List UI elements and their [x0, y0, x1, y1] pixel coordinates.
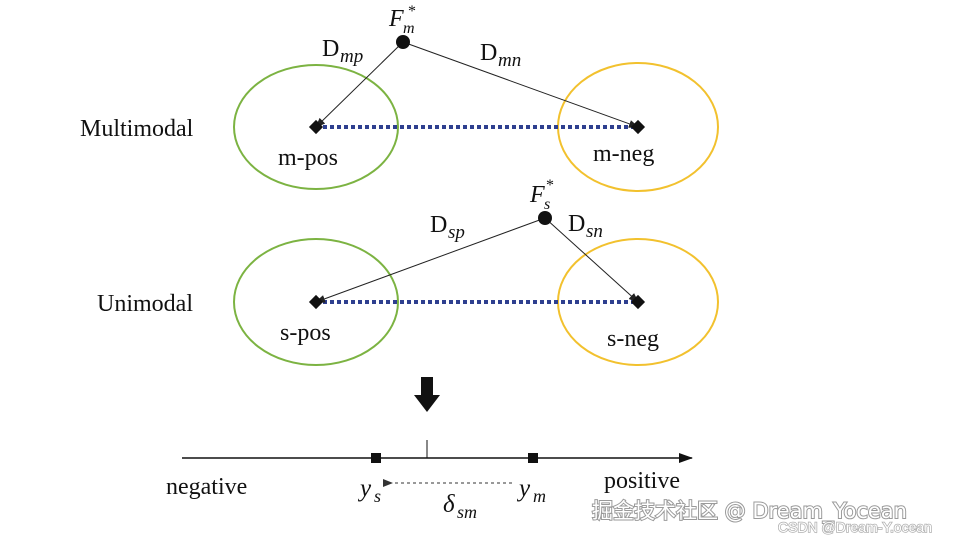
s-feature-point	[538, 211, 552, 225]
m-dmn-label: Dmn	[480, 40, 521, 71]
s-pos-point	[308, 294, 324, 310]
ys-marker	[371, 453, 381, 463]
unimodal-row-label: Unimodal	[97, 291, 193, 317]
transform-down-arrow	[414, 377, 440, 412]
s-dsn-arrow	[544, 217, 639, 303]
multimodal-row: Multimodal m-pos m-neg Fm* Dmp Dmn	[80, 3, 719, 192]
s-neg-point	[630, 294, 646, 310]
m-neg-point	[630, 119, 646, 135]
s-feature-label: Fs*	[529, 177, 554, 213]
m-neg-label: m-neg	[593, 141, 654, 167]
negative-label: negative	[166, 474, 247, 500]
s-neg-label: s-neg	[607, 326, 659, 352]
m-pos-point	[308, 119, 324, 135]
m-dmn-arrow	[402, 41, 639, 128]
watermark-sub-text: CSDN @Dream-Y.ocean	[778, 519, 932, 535]
s-dsp-arrow	[315, 217, 546, 303]
positive-label: positive	[604, 468, 680, 494]
m-feature-label: Fm*	[388, 3, 416, 37]
s-pos-cluster-circle	[233, 238, 399, 366]
watermark: 掘金技术社区 @ Dream_Yocean CSDN @Dream-Y.ocea…	[591, 498, 933, 536]
m-pos-label: m-pos	[278, 145, 338, 171]
m-dmp-arrow	[315, 41, 404, 128]
s-pos-label: s-pos	[280, 320, 331, 346]
multimodal-row-label: Multimodal	[80, 116, 194, 142]
watermark-main-text: 掘金技术社区 @ Dream_Yocean	[592, 499, 907, 524]
unimodal-row: Unimodal s-pos s-neg Fs* Dsp Dsn	[97, 177, 719, 366]
s-dsn-label: Dsn	[568, 211, 603, 242]
ym-marker	[528, 453, 538, 463]
m-pos-cluster-circle	[233, 64, 399, 190]
m-feature-point	[396, 35, 410, 49]
s-dsp-label: Dsp	[430, 212, 465, 243]
m-dmp-label: Dmp	[322, 36, 363, 67]
